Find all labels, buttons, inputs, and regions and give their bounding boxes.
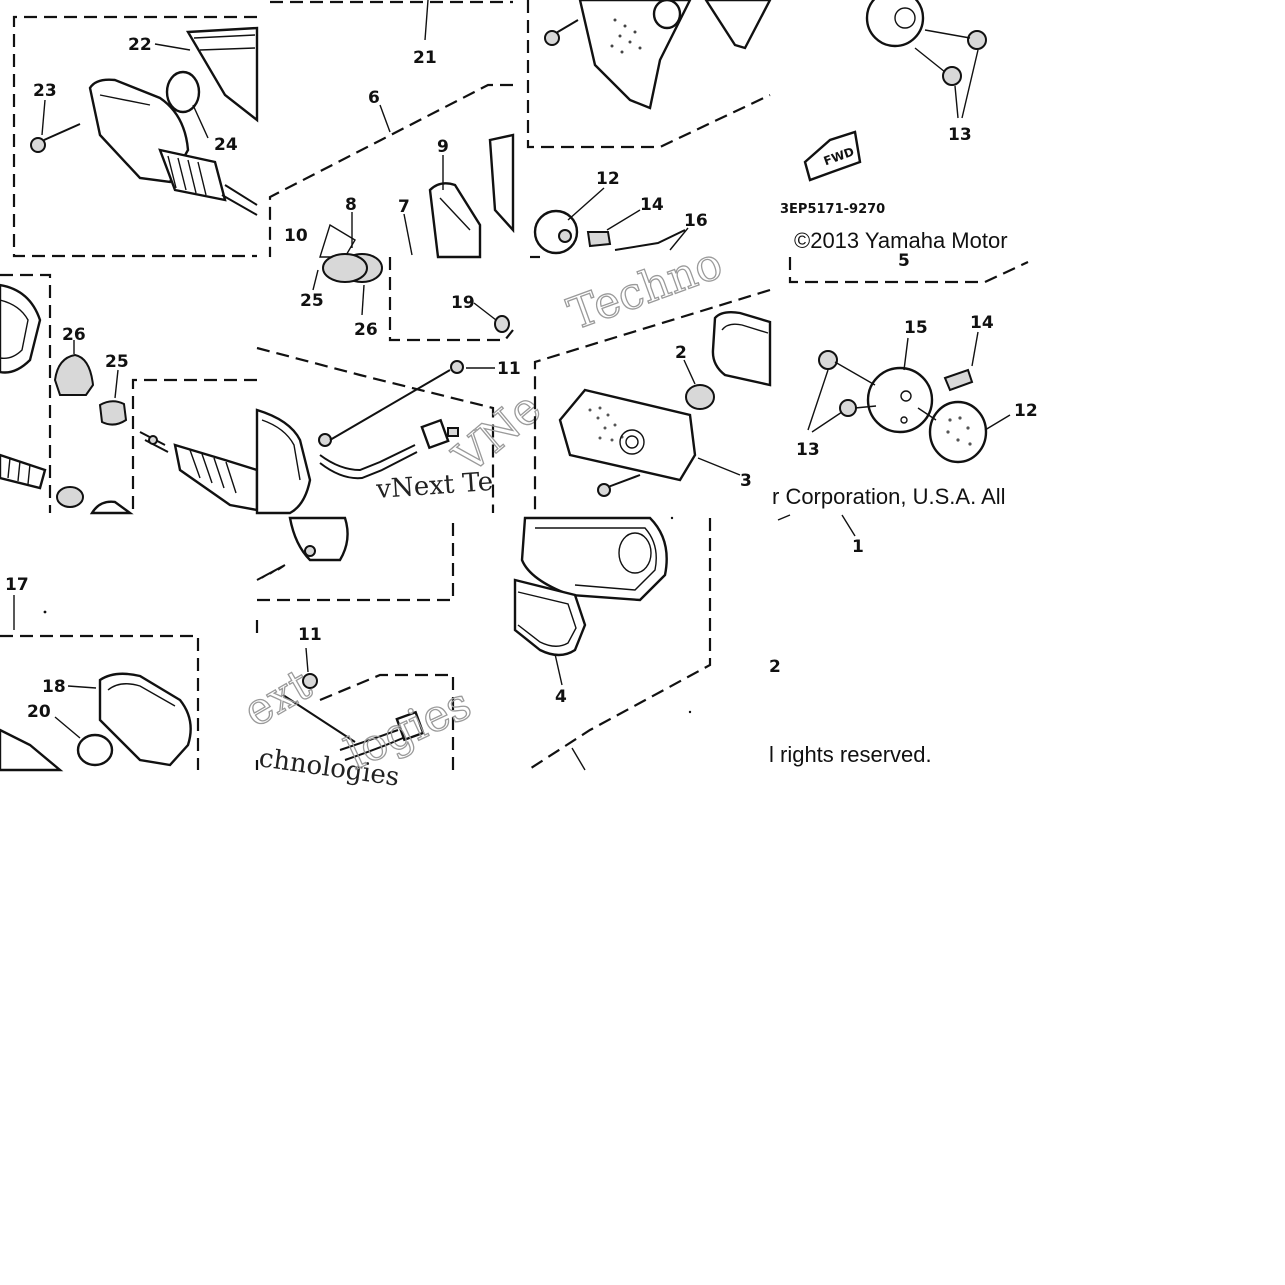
callout-15: 15: [904, 318, 928, 338]
callout-23: 23: [33, 81, 57, 101]
copyright-line-3: l rights reserved.: [769, 742, 932, 767]
watermark: Techno: [561, 238, 729, 341]
callout-9: 9: [437, 137, 449, 157]
tile-center-lower: 11 ext chnologies logies: [234, 516, 479, 793]
gasket: [711, 310, 772, 387]
housing: [255, 408, 312, 515]
callout-11: 11: [497, 359, 521, 379]
tile-front-signal-upper: 21 6 9 8 7 10: [268, 0, 515, 283]
copyright-line-1: ©2013 Yamaha Motor: [794, 228, 1008, 253]
callout-13: 13: [948, 125, 972, 145]
tile-rear-right-signal: 17 18 20: [0, 575, 200, 772]
callout-17: 17: [5, 575, 29, 595]
callout-2: 2: [675, 343, 687, 363]
callout-26b: 26: [354, 320, 378, 340]
bulb-2: [685, 384, 715, 410]
fwd-arrow-icon: FWD: [803, 130, 862, 182]
nut-25: [98, 400, 128, 426]
lens-22: [185, 26, 259, 123]
bulb: [652, 0, 682, 30]
copyright-line-2: r Corporation, U.S.A. All: [772, 484, 1006, 509]
diagram-code: 3EP5171-9270: [780, 202, 885, 217]
callout-26: 26: [62, 325, 86, 345]
callout-3: 3: [740, 471, 752, 491]
tile-front-signal-lower: 2 3: [533, 288, 772, 513]
callout-14b: 14: [970, 313, 994, 333]
tile-front-signal-right: 12 14 16: [526, 0, 772, 259]
lens-3: [558, 388, 697, 482]
callout-22: 22: [128, 35, 152, 55]
lens-18: [98, 672, 192, 767]
stem: [173, 443, 259, 512]
callout-7: 7: [398, 197, 410, 217]
callout-18: 18: [42, 677, 66, 697]
tile-reflector-right: 15 14 12 13 r Corporation, U.S.A. All 1: [772, 313, 1038, 557]
reflector: [865, 0, 925, 48]
tile-lens-gasket: 4: [513, 516, 712, 771]
callout-20: 20: [27, 702, 51, 722]
callout-13b: 13: [796, 440, 820, 460]
callout-12: 12: [596, 169, 620, 189]
grommet-26: [53, 353, 95, 396]
callout-10: 10: [284, 226, 308, 246]
watermark: logies: [338, 678, 479, 780]
callout-19: 19: [451, 293, 475, 313]
callout-11b: 11: [298, 625, 322, 645]
callout-4: 4: [555, 687, 567, 707]
callout-8: 8: [345, 195, 357, 215]
callout-25: 25: [105, 352, 129, 372]
callout-6: 6: [368, 88, 380, 108]
tile-signal-exploded-left: 26 25: [0, 273, 259, 515]
callout-12b: 12: [1014, 401, 1038, 421]
callout-5: 5: [898, 251, 910, 271]
bulb-24: [165, 70, 201, 114]
lens-12: [928, 400, 988, 464]
tile-lower-right: 2 l rights reserved.: [769, 657, 932, 767]
callout-14: 14: [640, 195, 664, 215]
callout-24: 24: [214, 135, 238, 155]
reflector-15: [866, 366, 934, 434]
tile-top-right: 13 FWD 3EP5171-9270 ©2013 Yamaha Motor 5: [780, 0, 1029, 284]
callout-2b: 2: [769, 657, 781, 677]
callout-1: 1: [852, 537, 864, 557]
callout-16: 16: [684, 211, 708, 231]
gasket-9: [428, 182, 482, 259]
bulb-20: [76, 733, 114, 767]
callout-25b: 25: [300, 291, 324, 311]
housing: [520, 516, 668, 602]
tile-rear-left-signal: 22 23 24: [12, 15, 259, 258]
callout-21: 21: [413, 48, 437, 68]
